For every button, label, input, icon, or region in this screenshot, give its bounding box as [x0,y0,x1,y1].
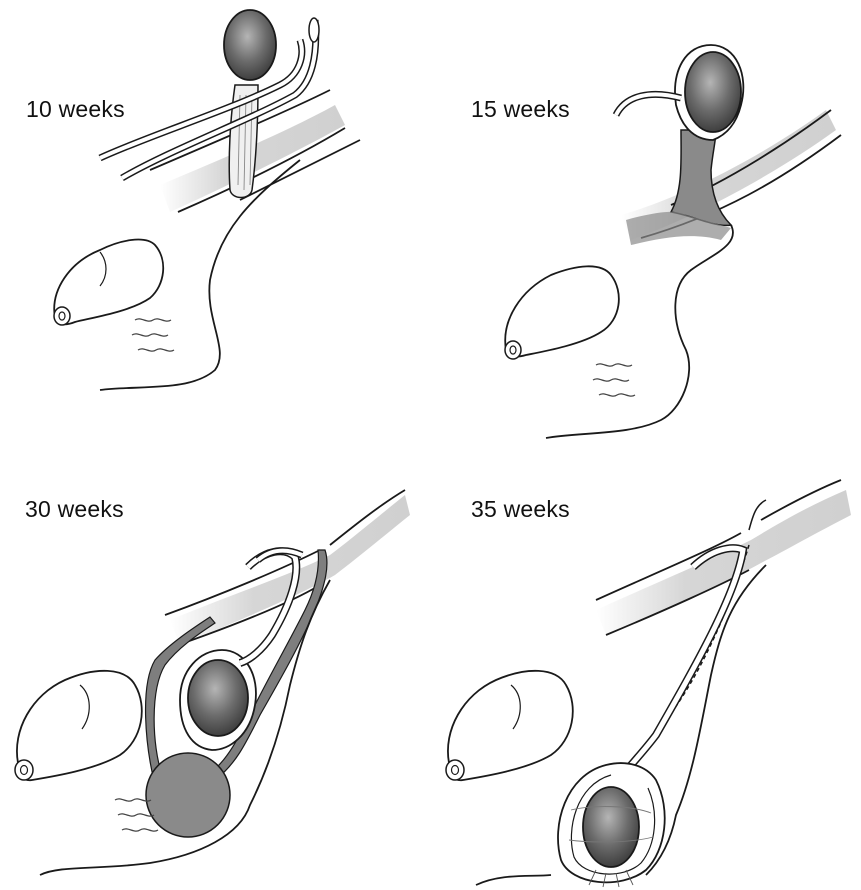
tubercle-tip [505,341,521,359]
panel-10-weeks: 10 weeks [0,0,430,445]
panel-15-weeks: 15 weeks [431,0,861,445]
genital-tubercle [54,240,163,325]
stage-label: 30 weeks [25,496,124,523]
tubercle-tip [54,307,70,325]
stage-label: 15 weeks [471,96,570,123]
stage-label: 10 weeks [26,96,125,123]
illustration-10-weeks [0,0,430,445]
genital-tubercle [505,266,619,356]
testis [583,787,639,867]
genital-tubercle [17,671,142,780]
genital-tubercle [448,671,573,780]
illustration-15-weeks [431,0,861,445]
tubercle-tip [15,760,33,780]
stage-label: 35 weeks [471,496,570,523]
testis [685,52,741,132]
panel-35-weeks: 35 weeks [431,445,861,890]
hydrocele-sac [146,753,230,837]
tubercle-tip [446,760,464,780]
panel-30-weeks: 30 weeks [0,445,430,890]
testis [188,660,248,736]
testis [224,10,276,80]
